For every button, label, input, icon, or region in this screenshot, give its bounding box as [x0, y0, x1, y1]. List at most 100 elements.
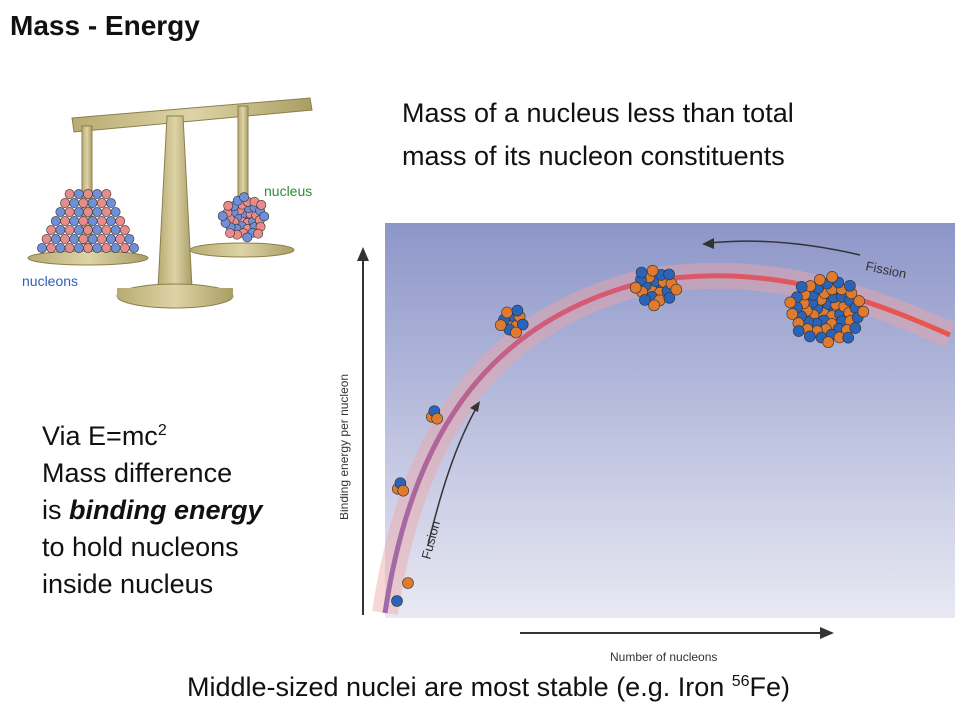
nucleon: [83, 207, 93, 217]
cluster-nucleon: [813, 273, 826, 286]
nucleon: [87, 234, 98, 244]
nucleon: [96, 216, 107, 226]
cluster-nucleon: [402, 577, 414, 589]
nucleon: [96, 198, 107, 208]
nucleon: [101, 243, 112, 253]
nucleus-clusters: [391, 264, 870, 607]
nucleon: [83, 225, 93, 235]
cluster-nucleon: [501, 306, 513, 319]
cluster-nucleon: [391, 595, 403, 607]
nucleon: [83, 189, 93, 199]
nucleon: [55, 207, 66, 217]
nucleus-label: nucleus: [264, 183, 312, 199]
nucleon: [73, 207, 84, 217]
nucleon: [92, 189, 103, 199]
nucleon: [115, 216, 126, 226]
cluster-nucleon: [849, 322, 862, 334]
nucleon: [96, 234, 107, 244]
nucleus-nucleon: [256, 199, 267, 210]
nucleon: [60, 234, 70, 244]
scale-pillar: [157, 115, 193, 289]
nucleon: [69, 216, 80, 226]
nucleon: [92, 225, 103, 235]
scale-beam: [71, 97, 313, 133]
cluster-nucleon: [511, 304, 524, 317]
nucleon: [55, 243, 66, 253]
side-note-line-3: is binding energy: [42, 495, 263, 525]
cluster-nucleon: [804, 330, 816, 343]
nucleon: [73, 189, 84, 199]
top-note: Mass of a nucleus less than total mass o…: [402, 92, 794, 178]
nucleon: [106, 216, 116, 226]
nucleon: [110, 243, 121, 253]
cluster-nucleon: [629, 281, 642, 294]
cluster-nucleon: [516, 318, 529, 331]
fusion-arrow: [427, 404, 479, 546]
cluster-nucleon: [663, 268, 675, 281]
nucleon: [106, 234, 116, 244]
side-note-line-4: to hold nucleons: [42, 532, 239, 562]
binding-energy-emphasis: binding energy: [69, 495, 263, 525]
nucleons-pile: [37, 189, 139, 253]
nucleon: [37, 243, 47, 253]
nucleus-cluster: [217, 192, 270, 243]
nucleon: [64, 189, 75, 199]
nucleus-nucleon: [223, 200, 234, 211]
y-axis-label: Binding energy per nucleon: [340, 374, 351, 520]
page-title: Mass - Energy: [10, 10, 200, 41]
nucleon: [101, 207, 112, 217]
nucleon: [92, 243, 103, 253]
nucleon: [119, 243, 130, 253]
nucleon: [101, 189, 112, 199]
nucleon: [124, 234, 135, 244]
nucleon: [64, 207, 75, 217]
x-axis-label: Number of nucleons: [610, 650, 717, 664]
nucleon: [78, 216, 89, 226]
cluster-nucleon: [784, 296, 797, 309]
cluster-nucleon: [639, 294, 651, 306]
left-pan: [27, 250, 149, 266]
y-axis-arrowhead: [357, 247, 369, 261]
cluster-nucleon: [786, 308, 799, 320]
nucleon: [101, 225, 112, 235]
nucleons-label: nucleons: [22, 273, 78, 289]
cluster-nucleon: [844, 279, 856, 292]
nucleon: [41, 234, 52, 244]
nucleus-nucleon: [225, 228, 235, 238]
cluster-nucleon: [646, 264, 659, 277]
nucleus-nucleon: [217, 211, 228, 221]
cluster-nucleon: [822, 336, 835, 348]
nucleon: [78, 198, 89, 208]
fission-arrow: [709, 240, 861, 256]
nucleon: [119, 225, 130, 235]
nucleon: [73, 225, 84, 235]
nucleon: [64, 243, 75, 253]
nucleon: [69, 234, 80, 244]
side-note: Via E=mc2 Mass difference is binding ene…: [42, 412, 263, 603]
cluster-nucleon: [853, 295, 865, 307]
cluster-nucleon: [510, 326, 522, 339]
side-note-line-2: Mass difference: [42, 458, 233, 488]
nucleon: [87, 216, 98, 226]
binding-energy-graph: Binding energy per nucleon Number of nuc…: [340, 223, 956, 664]
cluster-nucleon: [635, 266, 648, 279]
cluster-nucleon: [397, 484, 409, 497]
nucleon: [115, 234, 126, 244]
nucleon: [83, 243, 93, 253]
nucleus-nucleon: [259, 211, 270, 222]
nucleon: [92, 207, 103, 217]
nucleon: [110, 225, 121, 235]
nucleon: [60, 198, 70, 208]
nucleon: [50, 216, 61, 226]
cluster-nucleon: [670, 283, 683, 296]
nucleon: [55, 225, 66, 235]
caption: Middle-sized nuclei are most stable (e.g…: [187, 672, 791, 702]
cluster-nucleon: [842, 331, 854, 344]
nucleon: [78, 234, 89, 244]
nucleus-nucleon: [239, 192, 250, 203]
nucleon: [73, 243, 84, 253]
nucleon: [60, 216, 70, 226]
nucleus-nucleon: [242, 232, 253, 243]
right-pan: [189, 242, 295, 258]
nucleon: [64, 225, 75, 235]
